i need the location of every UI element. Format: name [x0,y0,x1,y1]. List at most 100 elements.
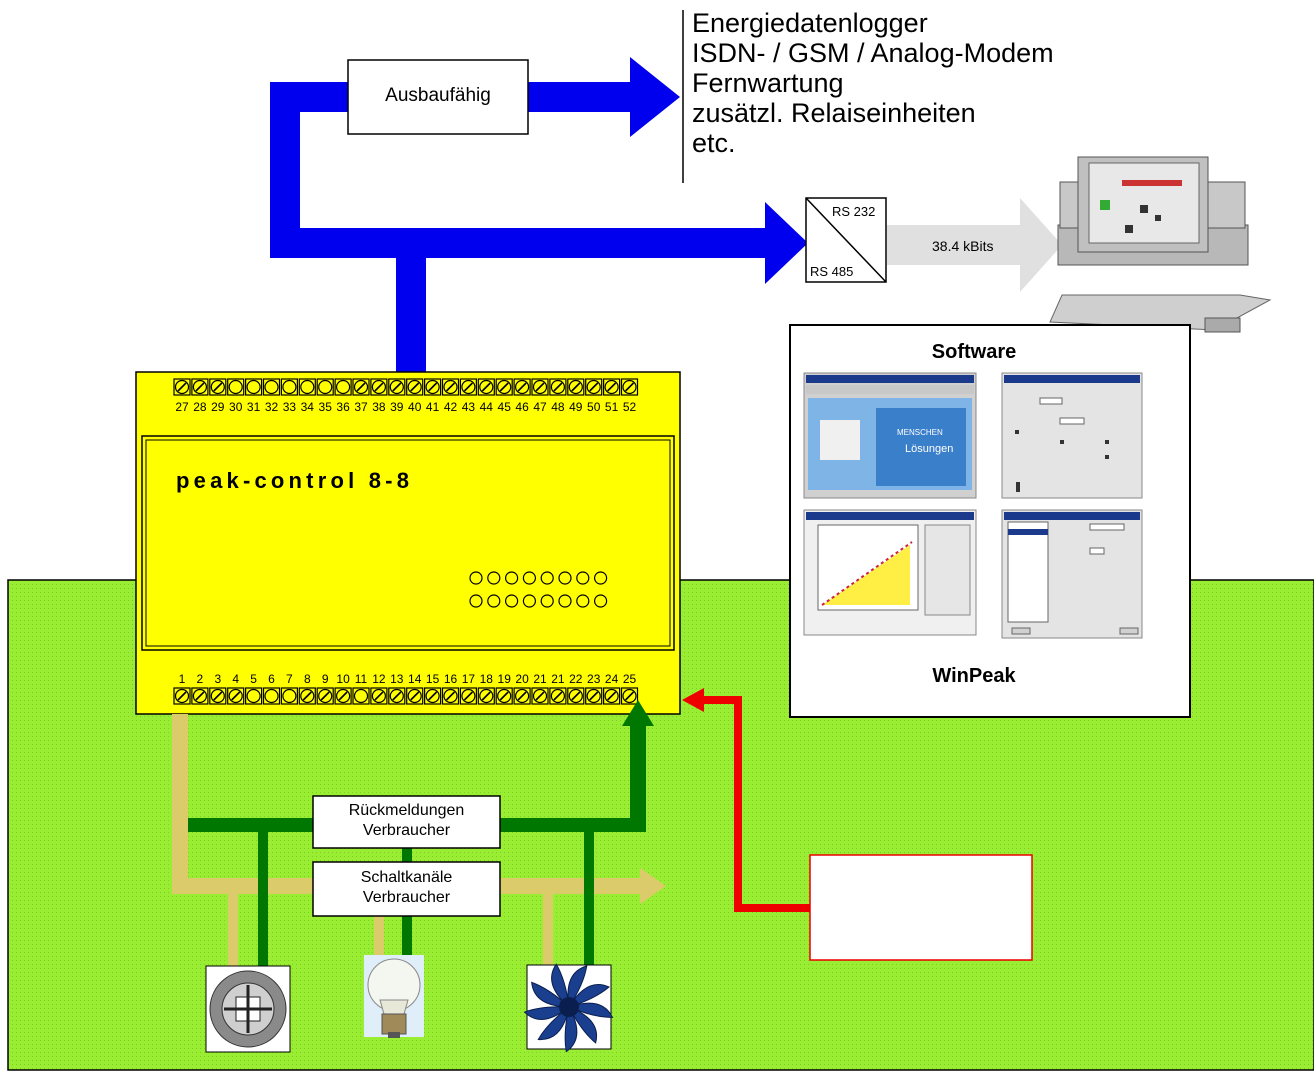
terminal-slot [463,382,473,392]
meter-input-box [809,854,1033,961]
terminal-slot [392,382,402,392]
terminal-number: 43 [462,400,476,414]
terminal-ring [407,688,422,704]
terminal-slot [195,691,205,701]
terminal-number: 2 [197,672,204,686]
feedback-label-line: Verbraucher [362,822,451,839]
status-led [522,594,537,608]
terminal-number: 9 [322,672,329,686]
terminal-slot [374,691,384,701]
status-led [487,594,501,608]
terminal-slot [213,691,223,701]
terminal-slot [374,382,384,392]
terminal-ring [264,688,279,704]
fan-blade [567,965,588,1009]
switch-label-line: Verbraucher [362,889,451,906]
terminal-slot [553,691,563,701]
terminal-ring [282,379,297,395]
rs-converter [805,197,887,283]
expansion-item: zusätzl. Relaiseinheiten [692,98,976,128]
status-leds [469,571,608,608]
terminal-number: 10 [336,672,350,686]
expansion-item: ISDN- / GSM / Analog-Modem [692,38,1054,68]
terminal-number: 7 [286,672,293,686]
terminal-number: 8 [304,672,311,686]
terminal-ring [210,379,225,395]
terminal-slot [410,691,420,701]
status-led [558,594,572,608]
terminal-slot [589,382,599,392]
splash-text: Lösungen [905,443,953,455]
terminal-screw [334,378,352,396]
terminal-ring [318,688,333,704]
terminal-slot [392,691,402,701]
fan-blade [564,1005,578,1053]
switch-label-line: Schaltkanäle [360,869,453,886]
terminal-screw [316,378,334,396]
terminal-number: 25 [623,672,637,686]
terminal-ring [586,688,601,704]
terminal-slot [571,382,581,392]
terminal-number: 17 [462,672,476,686]
terminal-ring [497,688,512,704]
terminal-number: 35 [319,400,333,414]
peak-control-device [135,371,681,715]
splash-header: MENSCHEN [897,428,943,437]
terminal-number: 6 [268,672,275,686]
terminal-ring [336,688,351,704]
terminal-number: 33 [283,400,297,414]
terminal-ring [192,688,207,704]
expansion-box [347,59,529,135]
expansion-item: etc. [692,128,736,158]
terminal-slot [535,691,545,701]
device-name: peak-control 8-8 [176,468,413,493]
link-arrow [887,198,1062,292]
fan-blade [551,963,570,1009]
expansion-label: Ausbaufähig [385,85,491,106]
terminal-ring [246,688,261,704]
terminal-ring [174,688,190,704]
terminal-slot [356,382,366,392]
terminal-ring [604,688,619,704]
fan-blade [531,981,571,1008]
terminal-ring [443,379,458,395]
terminal-slot [481,382,491,392]
terminal-slot [499,382,509,392]
status-led [505,571,519,585]
converter-top-label: RS 232 [832,204,875,219]
terminal-slot [428,691,438,701]
terminal-number: 50 [587,400,601,414]
fan-blade [537,1005,570,1040]
terminal-screw [227,378,245,396]
terminal-ring [532,688,548,704]
terminal-number: 19 [498,672,512,686]
terminal-slot [553,382,563,392]
terminal-number: 45 [498,400,512,414]
status-led [593,571,608,585]
terminal-ring [479,688,494,704]
terminal-slot [177,691,187,701]
terminal-screw [280,687,298,705]
terminal-ring [300,688,315,704]
fan-blade [567,1006,598,1044]
terminal-ring [389,379,404,395]
fan-blade [567,984,610,1008]
signal-line [682,688,810,912]
software-screenshot-2 [1001,372,1143,499]
terminal-ring [371,379,386,395]
status-led [593,594,608,608]
status-led [558,571,572,585]
terminal-ring [622,379,637,395]
terminal-ring [371,688,386,704]
terminal-ring [282,688,297,704]
terminal-ring [425,379,440,395]
terminal-ring [514,688,530,704]
terminal-number: 40 [408,400,422,414]
terminal-slot [499,691,509,701]
terminal-screw [262,687,281,705]
terminal-ring [514,379,530,395]
terminal-number: 21 [551,672,565,686]
terminal-ring [586,379,601,395]
terminal-slot [571,691,581,701]
status-led [469,571,483,585]
